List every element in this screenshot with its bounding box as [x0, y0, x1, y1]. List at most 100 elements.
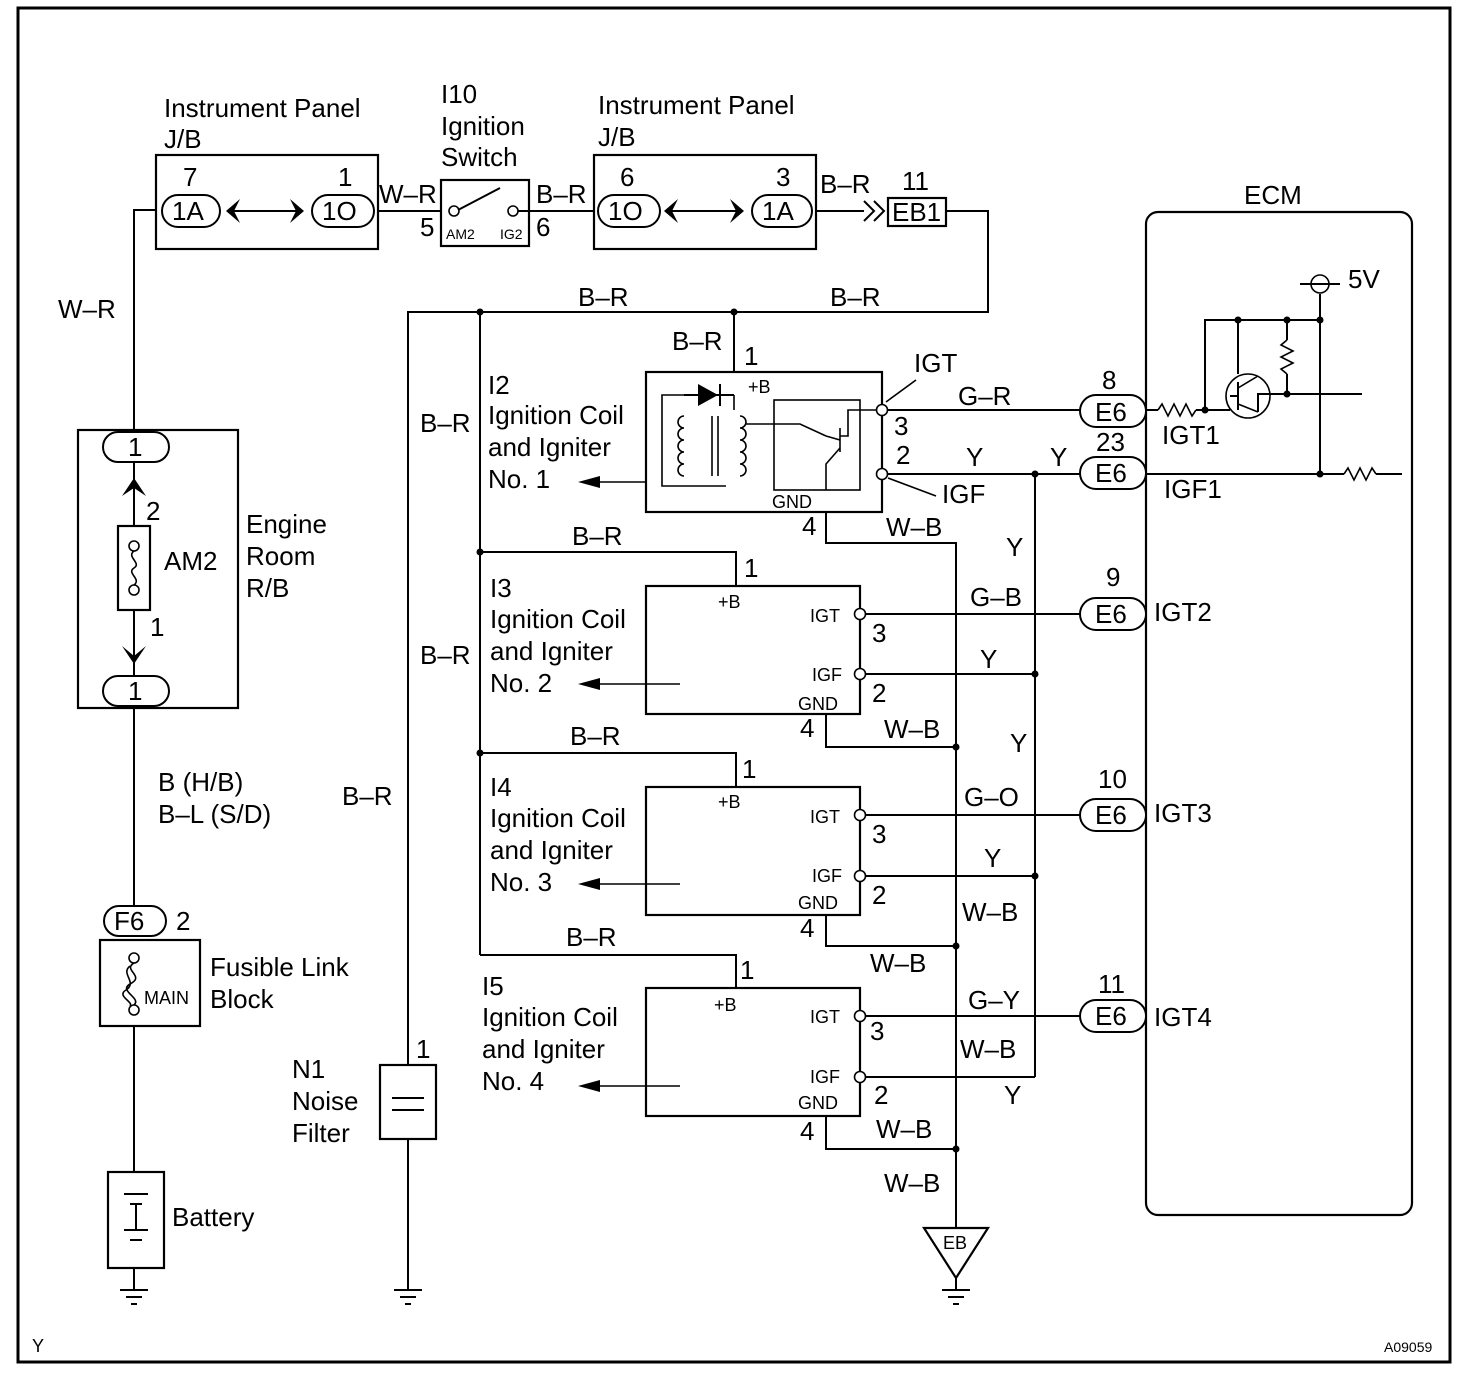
coil1-igf-label: IGF — [942, 479, 985, 509]
ecm-t5-signal: IGT4 — [1154, 1002, 1212, 1032]
coil4-name-3: No. 4 — [482, 1066, 544, 1096]
b-r-distribution — [476, 308, 738, 988]
noise-filter — [378, 1063, 438, 1305]
coil3-igt-label: IGT — [810, 807, 840, 827]
wire-w-b-6: W–B — [876, 1114, 932, 1144]
ignition-coil-2 — [644, 584, 867, 716]
connector-1o-left — [311, 194, 375, 228]
noise-filter-id: N1 — [292, 1054, 325, 1084]
wire-y-4: Y — [980, 644, 997, 674]
corner-letter: Y — [32, 1336, 44, 1356]
wire-y-5: Y — [1010, 728, 1027, 758]
wire-y-7: Y — [1004, 1080, 1021, 1110]
wire-g-b: G–B — [970, 582, 1022, 612]
jb-left-conn-1a: 1A — [172, 196, 204, 226]
coil3-name-3: No. 3 — [490, 867, 552, 897]
fl-fuse: MAIN — [144, 988, 189, 1008]
ecm-t1-conn: E6 — [1095, 397, 1127, 427]
ecm-internal-circuit — [1146, 274, 1402, 482]
wire-b-r-c2: B–R — [572, 521, 623, 551]
ecm-vref: 5V — [1348, 264, 1380, 294]
coil2-pb-label: +B — [718, 592, 741, 612]
ignition-coil-1 — [644, 370, 884, 514]
coil1-name-1: Ignition Coil — [488, 400, 624, 430]
connector-1a-right — [751, 194, 813, 228]
ecm-box — [1144, 210, 1414, 1217]
coil2-pin-igf: 2 — [872, 678, 886, 708]
signal-wiring — [825, 409, 1080, 1228]
eb1-label: EB1 — [892, 197, 941, 227]
battery-ground — [120, 1289, 148, 1305]
wire-w-b-2: W–B — [884, 714, 940, 744]
ecm-t3-signal: IGT2 — [1154, 597, 1212, 627]
wire-w-b-3: W–B — [962, 897, 1018, 927]
coil3-igf-label: IGF — [812, 866, 842, 886]
coil1-pin-igf: 2 — [896, 440, 910, 470]
noise-filter-name-1: Noise — [292, 1086, 358, 1116]
coil1-pin-igt: 3 — [894, 411, 908, 441]
ecm-t2-signal: IGF1 — [1164, 474, 1222, 504]
coil1-igt-label: IGT — [914, 348, 957, 378]
coil4-pin-gnd: 4 — [800, 1116, 814, 1146]
rb-fuse-pin-top: 2 — [146, 496, 160, 526]
ecm-t1-pin: 8 — [1102, 365, 1116, 395]
coil2-name-2: and Igniter — [490, 636, 613, 666]
coil2-igf-label: IGF — [812, 665, 842, 685]
ign-switch-term-ig2: IG2 — [500, 226, 523, 242]
fl-pin: 2 — [176, 906, 190, 936]
coil4-pin-igt: 3 — [870, 1016, 884, 1046]
jb-right-title-1: Instrument Panel — [598, 90, 795, 120]
ecm-t4-signal: IGT3 — [1154, 798, 1212, 828]
wire-b-r-switch: B–R — [536, 179, 587, 209]
ecm-t4-conn: E6 — [1095, 800, 1127, 830]
wire-y-1: Y — [966, 442, 983, 472]
rb-fuse-pin-bottom: 1 — [150, 612, 164, 642]
jb-right-title-2: J/B — [598, 122, 636, 152]
jb-right-pin-3: 3 — [776, 162, 790, 192]
coil4-gnd-label: GND — [798, 1093, 838, 1113]
wire-y-2: Y — [1050, 442, 1067, 472]
connector-eb1 — [886, 196, 948, 228]
connector-1a-left — [161, 194, 221, 228]
jb-left-title-1: Instrument Panel — [164, 93, 361, 123]
coil4-pin-igf: 2 — [874, 1080, 888, 1110]
rb-name-1: Engine — [246, 509, 327, 539]
ecm-t2-conn: E6 — [1095, 458, 1127, 488]
ecm-t4-pin: 10 — [1098, 764, 1127, 794]
ecm-t5-pin: 11 — [1098, 969, 1125, 999]
wire-w-r-left: W–R — [58, 294, 116, 324]
connector-f6 — [103, 905, 167, 937]
wire-w-b-1: W–B — [886, 512, 942, 542]
battery-symbol — [106, 1170, 166, 1270]
coil4-igt-label: IGT — [810, 1007, 840, 1027]
coil3-pb-label: +B — [718, 792, 741, 812]
wire-b-r-coil1: B–R — [672, 326, 723, 356]
coil4-id: I5 — [482, 971, 504, 1001]
coil3-pin-igt: 3 — [872, 819, 886, 849]
rb-fuse-name: AM2 — [164, 546, 217, 576]
coil1-name-2: and Igniter — [488, 432, 611, 462]
ign-switch-id: I10 — [441, 79, 477, 109]
rb-conn-top: 1 — [128, 432, 142, 462]
coil2-name-1: Ignition Coil — [490, 604, 626, 634]
coil4-name-1: Ignition Coil — [482, 1002, 618, 1032]
wire-g-o: G–O — [964, 782, 1019, 812]
ign-switch-pin-5: 5 — [420, 212, 434, 242]
ign-switch-term-am2: AM2 — [446, 226, 475, 242]
coil4-name-2: and Igniter — [482, 1034, 605, 1064]
coil3-name-2: and Igniter — [490, 835, 613, 865]
figure-code: A09059 — [1384, 1339, 1432, 1355]
wire-b-r-c4: B–R — [566, 922, 617, 952]
ignition-coil-4 — [644, 986, 867, 1118]
wire-b-l-sd: B–L (S/D) — [158, 799, 271, 829]
rb-name-3: R/B — [246, 573, 289, 603]
coil2-pin-pb: 1 — [744, 553, 758, 583]
coil2-igt-label: IGT — [810, 606, 840, 626]
ground-eb-label: EB — [943, 1233, 967, 1253]
diagram-frame — [16, 6, 1452, 1364]
coil3-name-1: Ignition Coil — [490, 803, 626, 833]
coil4-pin-pb: 1 — [740, 955, 754, 985]
wire-w-b-5: W–B — [960, 1034, 1016, 1064]
wire-b-r-filter: B–R — [342, 781, 393, 811]
ecm-t2-pin: 23 — [1096, 427, 1125, 457]
